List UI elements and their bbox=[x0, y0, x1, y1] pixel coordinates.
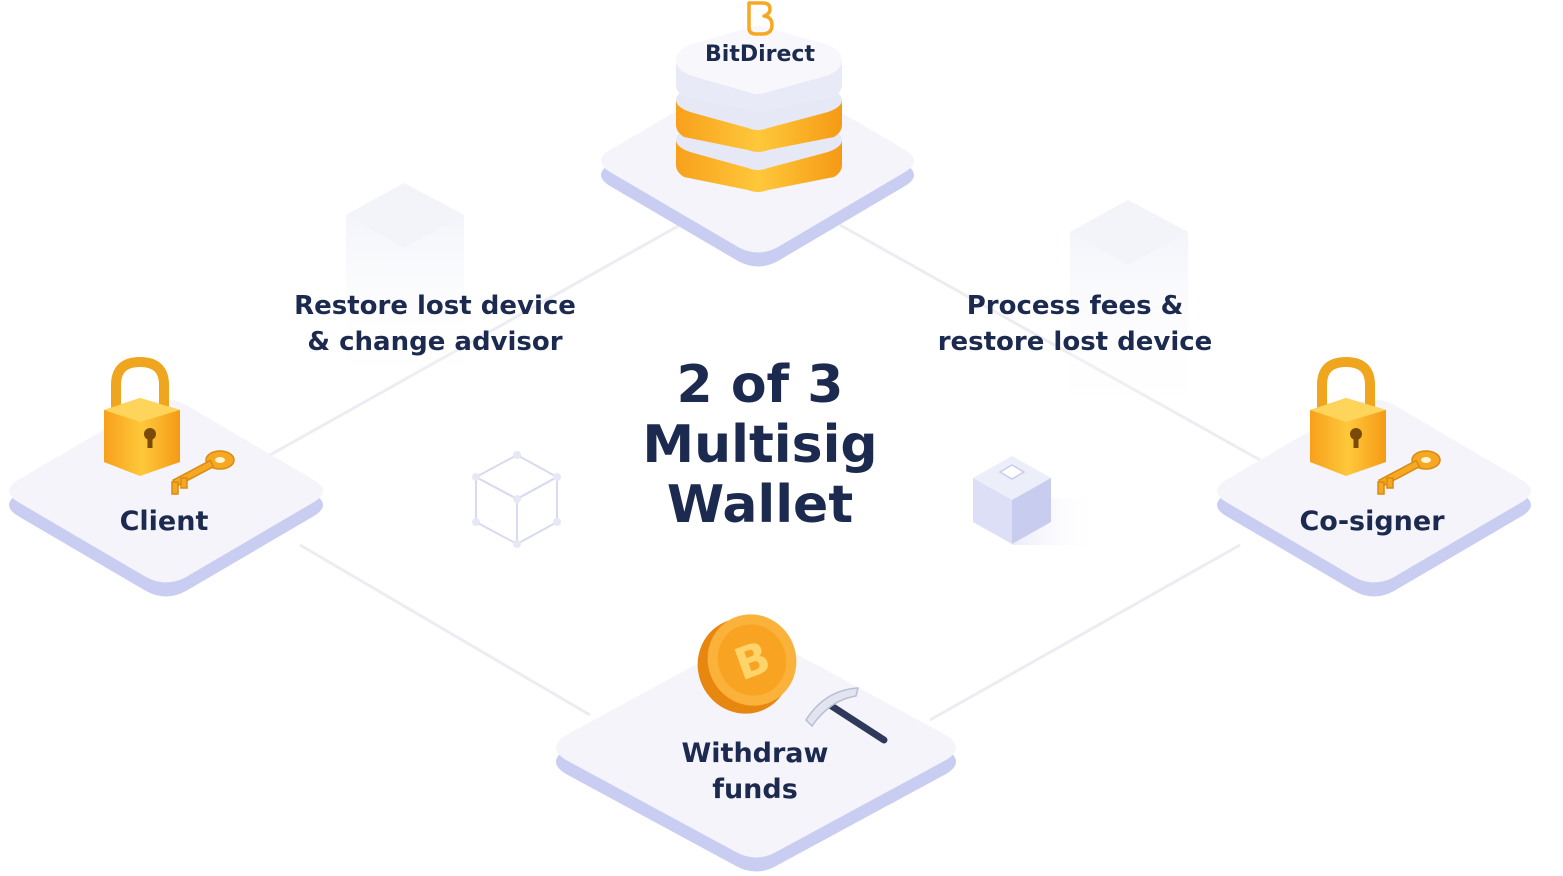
center-title-line-1: 2 of 3 bbox=[676, 355, 844, 415]
withdraw-line-1: Withdraw bbox=[681, 738, 829, 769]
cosigner-platform bbox=[1217, 399, 1531, 597]
restore-line-1: Restore lost device bbox=[294, 291, 576, 321]
process-line-1: Process fees & bbox=[966, 291, 1184, 321]
padlock-key-icon bbox=[104, 356, 235, 495]
solid-cube-icon bbox=[973, 456, 1100, 545]
padlock-key-icon bbox=[1310, 356, 1441, 495]
bitdirect-logo-icon bbox=[747, 1, 774, 36]
center-title: 2 of 3 Multisig Wallet bbox=[600, 355, 920, 535]
wireframe-cube-icon bbox=[472, 451, 561, 548]
center-title-line-3: Wallet bbox=[666, 475, 854, 535]
restore-line-2: & change advisor bbox=[307, 327, 563, 357]
withdraw-line-2: funds bbox=[712, 774, 798, 805]
client-platform bbox=[9, 399, 323, 597]
background-pillar-right bbox=[1070, 200, 1188, 430]
process-line-2: restore lost device bbox=[937, 327, 1213, 357]
withdraw-funds-label: Withdraw funds bbox=[620, 736, 890, 808]
client-label: Client bbox=[119, 506, 209, 537]
edge-label-client-bitdirect: Restore lost device & change advisor bbox=[250, 288, 620, 360]
server-stack-icon bbox=[676, 26, 842, 192]
bitcoin-coin-pickaxe-icon: B bbox=[697, 614, 888, 744]
bitdirect-label: BitDirect bbox=[705, 42, 815, 67]
cosigner-label: Co-signer bbox=[1299, 506, 1445, 537]
connector-lines bbox=[269, 223, 1261, 722]
background-pillar-left bbox=[346, 183, 464, 400]
center-title-line-2: Multisig bbox=[642, 415, 878, 475]
edge-label-bitdirect-cosigner: Process fees & restore lost device bbox=[900, 288, 1250, 360]
